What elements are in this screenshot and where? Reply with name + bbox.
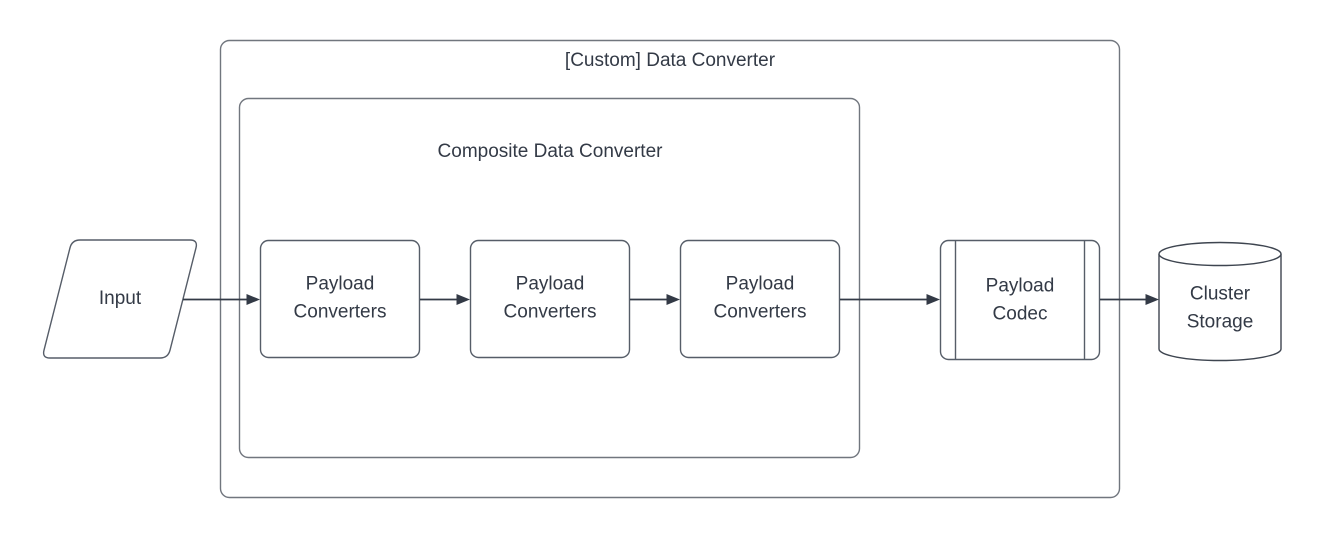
arrow-converter3-to-codec (840, 294, 940, 305)
codec-shape (939, 239, 1101, 361)
converter1-shape (259, 239, 421, 359)
arrow-codec-to-storage (1100, 294, 1159, 305)
outer-container-shape (219, 39, 1121, 499)
arrow-converter1-to-converter2 (420, 294, 470, 305)
input-shape (42, 239, 198, 359)
converter2-shape (469, 239, 631, 359)
arrow-converter2-to-converter3 (630, 294, 680, 305)
storage-cylinder-body (1158, 254, 1282, 362)
arrow-input-to-converter1 (183, 294, 260, 305)
inner-container-shape (238, 97, 861, 459)
converter3-shape (679, 239, 841, 359)
storage-cylinder-top (1158, 241, 1282, 267)
